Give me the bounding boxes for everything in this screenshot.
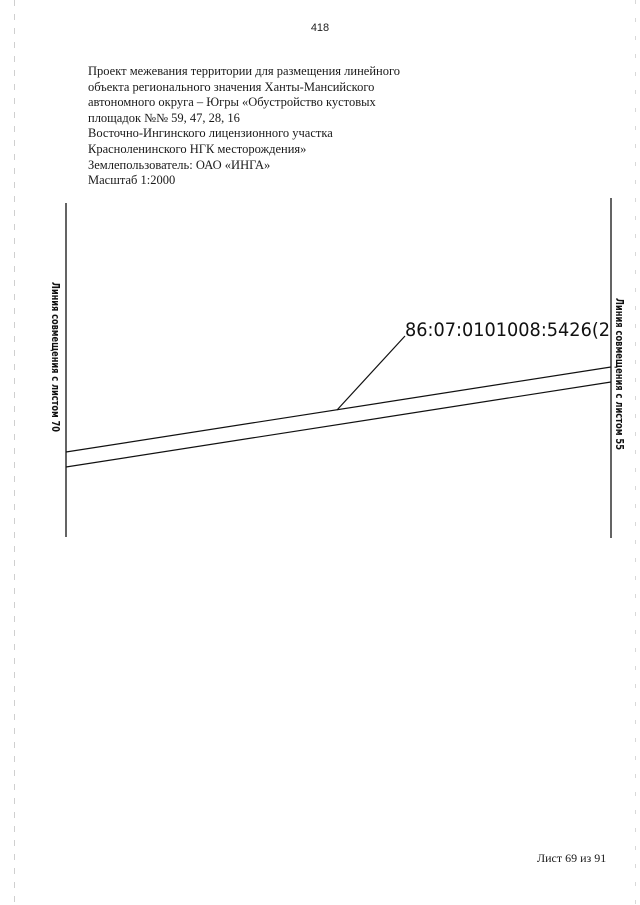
header-line: автономного округа – Югры «Обустройство … [88, 95, 376, 110]
header-line: Восточно-Ингинского лицензионного участк… [88, 126, 333, 141]
scan-edge-left [14, 0, 15, 905]
right-junction-label: Линия совмещения с листом 55 [613, 298, 625, 450]
header-line: площадок №№ 59, 47, 28, 16 [88, 110, 240, 125]
project-header: Проект межевания территории для размещен… [88, 64, 448, 189]
header-line: объекта регионального значения Ханты-Ман… [88, 79, 375, 94]
left-junction-label: Линия совмещения с листом 70 [49, 282, 61, 432]
parcel-leader-line [336, 335, 406, 411]
scan-edge-right [635, 0, 636, 905]
parcel-cadastral-label: 86:07:0101008:5426(2 [405, 319, 610, 341]
land-user-line: Землепользователь: ОАО «ИНГА» [88, 157, 271, 172]
header-line: Красноленинского НГК месторождения» [88, 141, 307, 156]
header-line: Проект межевания территории для размещен… [88, 64, 401, 78]
page-number: 418 [310, 22, 330, 34]
scale-line: Масштаб 1:2000 [88, 173, 176, 188]
sheet-counter: Лист 69 из 91 [537, 851, 607, 865]
parcel-boundary-upper [65, 366, 612, 453]
parcel-boundary-lower [65, 381, 612, 468]
